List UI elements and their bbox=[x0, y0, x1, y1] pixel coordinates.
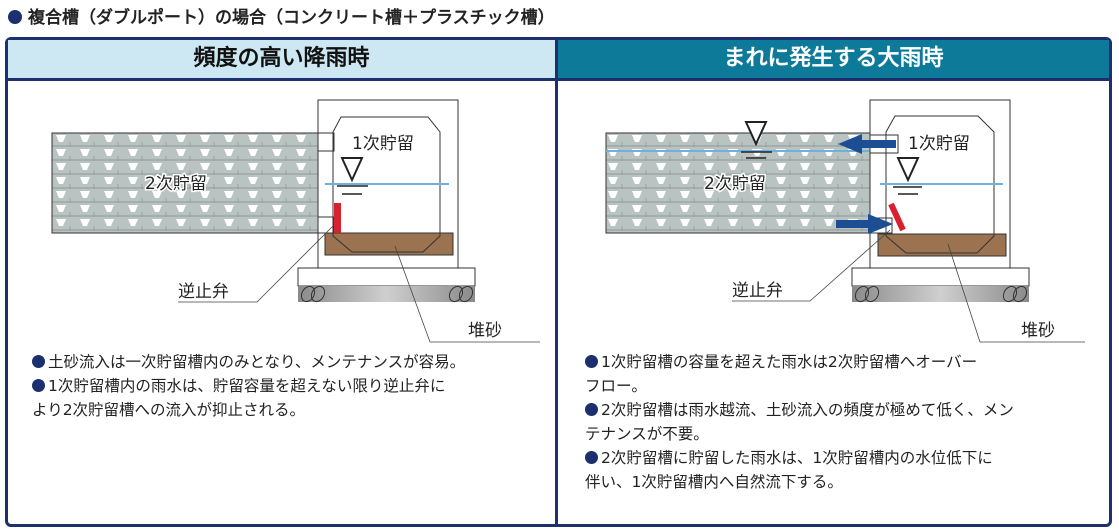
note-item: 2次貯留槽に貯留した雨水は、1次貯留槽内の水位低下に伴い、1次貯留槽内へ自然流下… bbox=[585, 446, 1105, 494]
note-text: 2次貯留槽は雨水越流、土砂流入の頻度が極めて低く、メン bbox=[601, 401, 1014, 419]
note-text-cont: 伴い、1次貯留槽内へ自然流下する。 bbox=[585, 473, 843, 491]
panel-divider bbox=[555, 37, 558, 527]
sand-leader bbox=[947, 243, 1085, 343]
page-title: 複合槽（ダブルポート）の場合（コンクリート槽＋プラスチック槽） bbox=[8, 3, 555, 28]
left-diagram: 1次貯留 2次貯留 逆止弁 堆砂 bbox=[51, 99, 540, 343]
label-sand: 堆砂 bbox=[468, 321, 502, 341]
note-text-cont: より2次貯留槽への流入が抑止される。 bbox=[32, 401, 306, 419]
bullet-icon bbox=[32, 379, 45, 392]
return-flow-arrow-icon bbox=[836, 214, 893, 234]
sand-deposit bbox=[324, 232, 454, 256]
valve-leader bbox=[178, 224, 335, 303]
overflow-arrow-icon bbox=[838, 134, 896, 154]
secondary-storage-block bbox=[605, 132, 871, 234]
right-notes: 1次貯留槽の容量を超えた雨水は2次貯留槽へオーバーフロー。 2次貯留槽は雨水越流… bbox=[585, 350, 1105, 494]
note-text: 2次貯留槽に貯留した雨水は、1次貯留槽内の水位低下に bbox=[601, 449, 993, 467]
plastic-tank bbox=[885, 115, 995, 254]
note-item: 1次貯留槽の容量を超えた雨水は2次貯留槽へオーバーフロー。 bbox=[585, 350, 1105, 398]
header-heavy-rain: まれに発生する大雨時 bbox=[558, 40, 1109, 81]
left-notes: 土砂流入は一次貯留槽内のみとなり、メンテナンスが容易。 1次貯留槽内の雨水は、貯… bbox=[32, 350, 552, 422]
gravel-bed bbox=[298, 286, 475, 302]
label-primary-storage: 1次貯留 bbox=[352, 134, 414, 154]
label-check-valve: 逆止弁 bbox=[732, 281, 783, 301]
bullet-icon bbox=[585, 403, 598, 416]
label-primary-storage: 1次貯留 bbox=[908, 134, 970, 154]
bullet-icon bbox=[32, 355, 45, 368]
water-level-icon bbox=[340, 157, 364, 183]
secondary-storage-block bbox=[51, 132, 319, 234]
label-secondary-storage: 2次貯留 bbox=[704, 174, 766, 194]
water-level-icon bbox=[896, 157, 920, 183]
check-valve-open bbox=[888, 202, 906, 232]
bullet-icon bbox=[8, 10, 22, 24]
bullet-icon bbox=[585, 355, 598, 368]
note-text-cont: テナンスが不要。 bbox=[585, 425, 709, 443]
note-item: 1次貯留槽内の雨水は、貯留容量を超えない限り逆止弁により2次貯留槽への流入が抑止… bbox=[32, 374, 552, 422]
sand-deposit bbox=[877, 233, 1007, 257]
sand-leader bbox=[394, 245, 540, 343]
secondary-water-level-icon bbox=[744, 121, 768, 147]
foundation-slab bbox=[297, 267, 476, 287]
upper-port bbox=[317, 132, 335, 152]
valve-leader bbox=[732, 229, 891, 302]
label-sand: 堆砂 bbox=[1021, 321, 1055, 341]
gravel-bed bbox=[852, 286, 1029, 302]
note-item: 2次貯留槽は雨水越流、土砂流入の頻度が極めて低く、メンテナンスが不要。 bbox=[585, 398, 1105, 446]
check-valve bbox=[334, 203, 341, 233]
plastic-tank bbox=[332, 116, 441, 253]
note-item: 土砂流入は一次貯留槽内のみとなり、メンテナンスが容易。 bbox=[32, 350, 552, 374]
note-text: 土砂流入は一次貯留槽内のみとなり、メンテナンスが容易。 bbox=[48, 353, 466, 371]
lower-port bbox=[317, 216, 335, 234]
comparison-frame bbox=[5, 37, 1112, 527]
note-text: 1次貯留槽内の雨水は、貯留容量を超えない限り逆止弁に bbox=[48, 377, 446, 395]
label-check-valve: 逆止弁 bbox=[178, 282, 229, 302]
label-secondary-storage: 2次貯留 bbox=[145, 174, 207, 194]
foundation-slab bbox=[851, 267, 1030, 287]
right-diagram: 1次貯留 2次貯留 逆止弁 堆砂 bbox=[605, 99, 1085, 343]
bullet-icon bbox=[585, 451, 598, 464]
title-text: 複合槽（ダブルポート）の場合（コンクリート槽＋プラスチック槽） bbox=[28, 8, 555, 28]
header-frequent-rain: 頻度の高い降雨時 bbox=[8, 40, 555, 81]
note-text: 1次貯留槽の容量を超えた雨水は2次貯留槽へオーバー bbox=[601, 353, 978, 371]
note-text-cont: フロー。 bbox=[585, 377, 647, 395]
